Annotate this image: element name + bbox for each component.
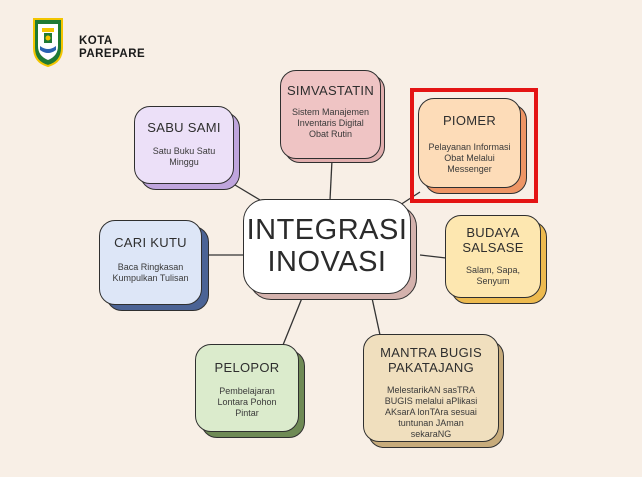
piomer-desc-line3: Messenger <box>447 164 492 174</box>
piomer-desc-line2: Obat Melalui <box>444 153 495 163</box>
connector-budaya-salsase <box>419 254 447 259</box>
sabu-sami-title: SABU SAMI <box>147 120 221 135</box>
mantra-bugis-desc-line5: sekaraNG <box>410 429 452 439</box>
mantra-bugis-card: MANTRA BUGIS PAKATAJANG MelestarikAN sas… <box>363 334 499 442</box>
pelopor-desc-line1: Pembelajaran <box>219 386 275 396</box>
pelopor-card: PELOPOR Pembelajaran Lontara Pohon Pinta… <box>195 344 299 432</box>
simvastatin-title: SIMVASTATIN <box>286 83 375 98</box>
piomer-highlight-box <box>410 88 538 203</box>
center-card: INTEGRASI INOVASI <box>243 199 411 294</box>
pelopor-desc-line3: Pintar <box>235 408 259 418</box>
piomer-card: PIOMER Pelayanan Informasi Obat Melalui … <box>418 98 521 188</box>
cari-kutu-desc-line2: Kumpulkan Tulisan <box>112 273 189 283</box>
simvastatin-card: SIMVASTATIN Sistem Manajemen Inventaris … <box>280 70 381 159</box>
cari-kutu-card: CARI KUTU Baca Ringkasan Kumpulkan Tulis… <box>99 220 202 305</box>
parepare-emblem <box>33 18 63 68</box>
center-title-line2: INOVASI <box>267 246 387 278</box>
budaya-salsase-title-line2: SALSASE <box>462 240 524 255</box>
simvastatin-desc-line3: Obat Rutin <box>308 129 353 139</box>
mantra-bugis-desc-line2: BUGIS melalui aPlikasi <box>384 396 478 406</box>
sabu-sami-desc-line2: Minggu <box>169 157 199 167</box>
budaya-salsase-card: BUDAYA SALSASE Salam, Sapa, Senyum <box>445 215 541 298</box>
city-name: KOTA PAREPARE <box>79 35 145 61</box>
connector-mantra-bugis <box>371 297 381 336</box>
connector-simvastatin <box>329 159 333 201</box>
mantra-bugis-title-line1: MANTRA BUGIS <box>380 345 482 360</box>
pelopor-desc-line2: Lontara Pohon <box>217 397 277 407</box>
piomer-title: PIOMER <box>442 113 497 128</box>
mantra-bugis-desc-line3: AKsarA lonTAra sesuai <box>385 407 477 417</box>
budaya-salsase-desc-line2: Senyum <box>476 276 510 286</box>
pelopor-title: PELOPOR <box>214 360 280 375</box>
cari-kutu-title: CARI KUTU <box>114 235 187 250</box>
city-line1: KOTA <box>79 35 113 47</box>
mantra-bugis-desc-line4: tuntunan JAman <box>398 418 464 428</box>
connector-pelopor <box>282 297 303 346</box>
budaya-salsase-title-line1: BUDAYA <box>466 225 520 240</box>
budaya-salsase-desc-line1: Salam, Sapa, <box>465 265 521 275</box>
simvastatin-desc-line2: Inventaris Digital <box>297 118 364 128</box>
center-title-line1: INTEGRASI <box>246 214 408 246</box>
piomer-desc-line1: Pelayanan Informasi <box>428 142 511 152</box>
sabu-sami-card: SABU SAMI Satu Buku Satu Minggu <box>134 106 234 184</box>
city-line2: PAREPARE <box>79 48 146 60</box>
simvastatin-desc-line1: Sistem Manajemen <box>291 107 370 117</box>
sabu-sami-desc-line1: Satu Buku Satu <box>152 146 216 156</box>
cari-kutu-desc-line1: Baca Ringkasan <box>117 262 184 272</box>
mantra-bugis-desc-line1: MelestarikAN sasTRA <box>386 385 476 395</box>
mantra-bugis-title-line2: PAKATAJANG <box>387 360 475 375</box>
